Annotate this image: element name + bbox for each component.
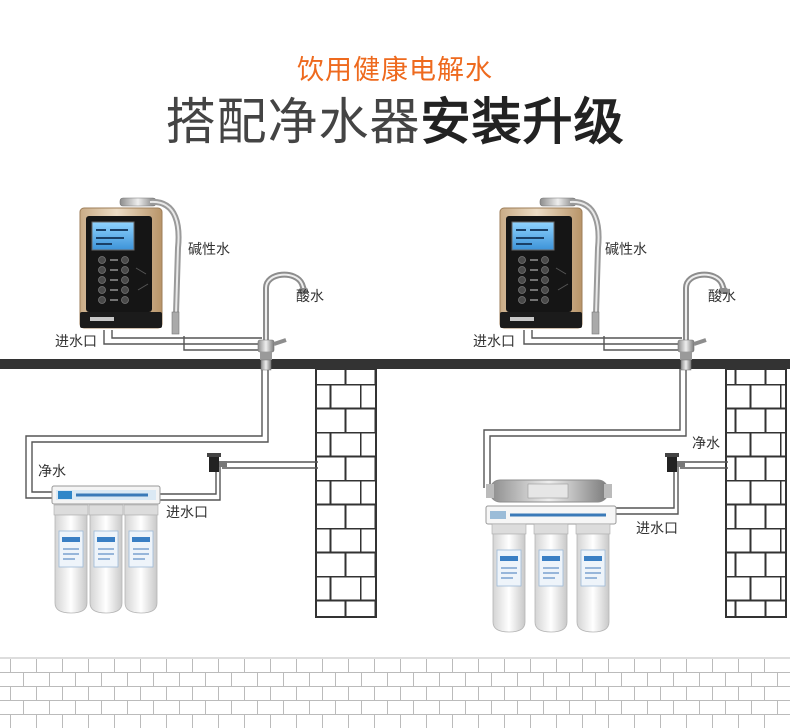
brick-wall-icon [315,368,377,618]
left-alkaline-water-label: 碱性水 [188,242,230,258]
right-inlet-bottom-label: 进水口 [636,521,678,537]
left-acid-water-label: 酸水 [296,289,324,305]
brick-wall-icon [725,368,787,618]
left-inlet-top-label: 进水口 [55,334,97,350]
headline-main-bold: 安装升级 [420,93,625,151]
water-filter-icon [485,479,617,633]
countertop [0,359,790,369]
right-setup [483,198,728,633]
right-acid-water-label: 酸水 [708,289,736,305]
headline-top: 饮用健康电解水 [297,55,493,86]
right-alkaline-water-label: 碱性水 [605,242,647,258]
left-inlet-bottom-label: 进水口 [166,505,208,521]
ionizer-machine-icon [500,198,599,334]
right-inlet-top-label: 进水口 [473,334,515,350]
valve-icon [207,453,227,472]
headline-main-light: 搭配净水器 [165,93,421,151]
left-pure-water-label: 净水 [38,464,66,480]
left-setup [25,198,318,614]
water-filter-icon [51,485,161,614]
valve-icon [665,453,685,472]
ionizer-machine-icon [80,198,179,334]
right-pure-water-label: 净水 [692,436,720,452]
headline-main: 搭配净水器安装升级 [0,82,790,154]
floor-bricks [0,659,790,728]
